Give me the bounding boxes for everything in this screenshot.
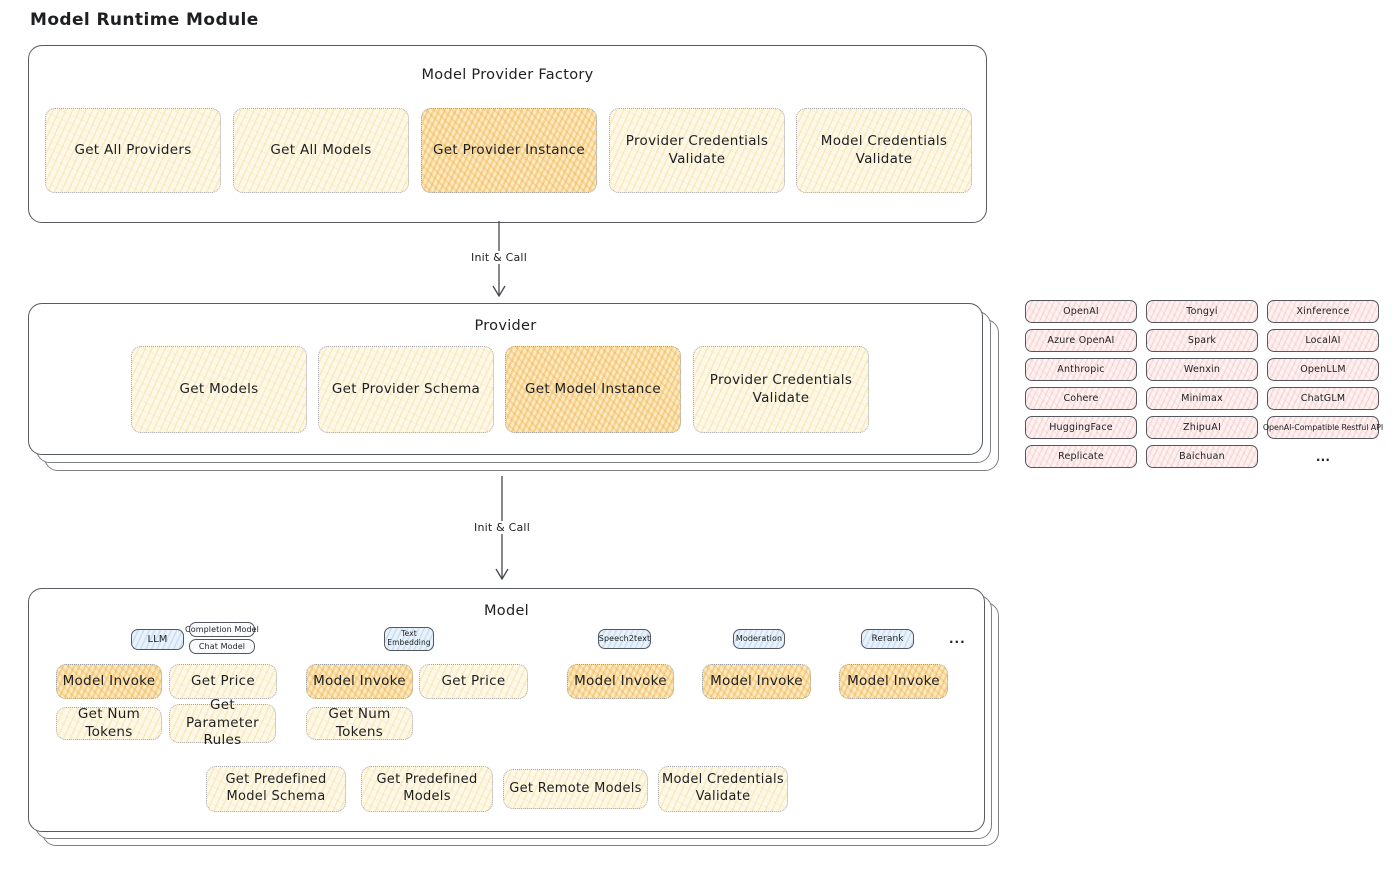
tag-rerank: Rerank [861, 629, 914, 649]
providers-grid: OpenAI Azure OpenAI Anthropic Cohere Hug… [1025, 300, 1383, 468]
provider-cell-azure-openai: Azure OpenAI [1025, 329, 1137, 352]
provider-cell-replicate: Replicate [1025, 445, 1137, 468]
model-panel-stack: Model LLM Completion Model Chat Model Te… [28, 588, 999, 846]
tag-speech2text: Speech2text [598, 629, 651, 649]
model-box-model-credentials-validate: Model Credentials Validate [658, 766, 788, 812]
tag-llm: LLM [131, 629, 184, 650]
model-box-llm-get-price: Get Price [169, 664, 277, 699]
factory-box-get-all-models: Get All Models [233, 108, 409, 193]
factory-box-get-provider-instance: Get Provider Instance [421, 108, 597, 193]
provider-cell-localai: LocalAI [1267, 329, 1379, 352]
model-box-rerank-model-invoke: Model Invoke [839, 664, 948, 699]
provider-panel-title: Provider [474, 318, 537, 334]
model-box-embedding-model-invoke: Model Invoke [306, 664, 413, 699]
arrow-provider-to-model: Init & Call [471, 476, 533, 580]
factory-panel-title: Model Provider Factory [421, 67, 594, 83]
provider-cell-xinference: Xinference [1267, 300, 1379, 323]
provider-box-provider-credentials-validate: Provider Credentials Validate [693, 346, 869, 433]
model-box-llm-get-parameter-rules: Get Parameter Rules [169, 697, 276, 748]
provider-box-get-provider-schema: Get Provider Schema [318, 346, 494, 433]
provider-cell-baichuan: Baichuan [1146, 445, 1258, 468]
model-box-get-predefined-models: Get Predefined Models [361, 766, 493, 812]
provider-box-get-model-instance: Get Model Instance [505, 346, 681, 433]
factory-box-model-credentials-validate: Model Credentials Validate [796, 108, 972, 193]
model-box-moderation-model-invoke: Model Invoke [702, 664, 811, 699]
provider-cell-huggingface: HuggingFace [1025, 416, 1137, 439]
provider-cell-tongyi: Tongyi [1146, 300, 1258, 323]
tag-completion-model: Completion Model [185, 622, 259, 637]
provider-cell-anthropic: Anthropic [1025, 358, 1137, 381]
arrow-label-init-call: Init & Call [468, 251, 530, 264]
provider-cell-openai-compatible-restful-api: OpenAI-Compatible Restful API [1263, 416, 1383, 439]
provider-cell-zhipuai: ZhipuAI [1146, 416, 1258, 439]
model-panel: Model LLM Completion Model Chat Model Te… [28, 588, 985, 832]
provider-cell-wenxin: Wenxin [1146, 358, 1258, 381]
tag-text-embedding: Text Embedding [384, 627, 434, 651]
model-box-speech2text-model-invoke: Model Invoke [567, 664, 674, 699]
model-box-get-remote-models: Get Remote Models [503, 769, 648, 809]
provider-cell-spark: Spark [1146, 329, 1258, 352]
factory-box-get-all-providers: Get All Providers [45, 108, 221, 193]
provider-box-get-models: Get Models [131, 346, 307, 433]
model-box-embedding-get-num-tokens: Get Num Tokens [306, 706, 413, 740]
provider-panel: Provider Get Models Get Provider Schema … [28, 303, 983, 455]
provider-cell-ellipsis: ... [1315, 449, 1331, 464]
tags-ellipsis: ... [949, 632, 966, 646]
model-panel-title: Model [483, 603, 530, 619]
model-provider-factory-panel: Model Provider Factory Get All Providers… [28, 45, 987, 223]
model-box-llm-model-invoke: Model Invoke [56, 664, 162, 699]
model-box-embedding-get-price: Get Price [419, 664, 528, 699]
arrow-factory-to-provider: Init & Call [468, 221, 530, 297]
provider-panel-stack: Provider Get Models Get Provider Schema … [28, 303, 999, 471]
tag-moderation: Moderation [733, 629, 785, 649]
model-box-llm-get-num-tokens: Get Num Tokens [56, 706, 162, 740]
provider-cell-openai: OpenAI [1025, 300, 1137, 323]
provider-cell-cohere: Cohere [1025, 387, 1137, 410]
tag-chat-model: Chat Model [189, 639, 255, 654]
provider-cell-minimax: Minimax [1146, 387, 1258, 410]
provider-cell-openllm: OpenLLM [1267, 358, 1379, 381]
diagram-title: Model Runtime Module [30, 10, 259, 30]
factory-box-provider-credentials-validate: Provider Credentials Validate [609, 108, 785, 193]
model-box-get-predefined-model-schema: Get Predefined Model Schema [206, 766, 346, 812]
provider-cell-chatglm: ChatGLM [1267, 387, 1379, 410]
arrow-label-init-call: Init & Call [471, 521, 533, 534]
